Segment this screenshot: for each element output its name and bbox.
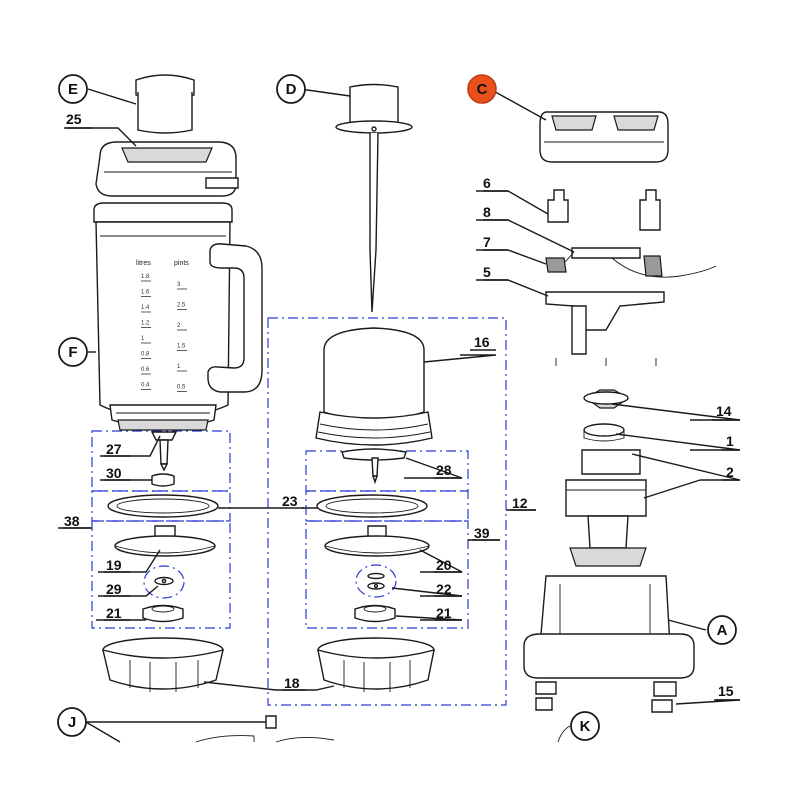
label-6: 6 bbox=[483, 175, 491, 191]
litre-mark-1: 1.6 bbox=[141, 290, 150, 296]
label-5: 5 bbox=[483, 264, 491, 280]
part-6-switch-left bbox=[547, 189, 569, 223]
part-a-motor-base bbox=[523, 575, 695, 679]
label-21-right: 21 bbox=[436, 605, 452, 621]
litre-mark-6: 0.6 bbox=[141, 367, 150, 373]
callout-f: F bbox=[58, 337, 88, 367]
callout-c-highlighted: C bbox=[467, 74, 497, 104]
part-8-wiring bbox=[555, 247, 717, 278]
label-1: 1 bbox=[726, 433, 734, 449]
part-23-seal-rings bbox=[107, 494, 428, 518]
part-16-cup bbox=[315, 327, 433, 446]
part-27-blade-shaft bbox=[150, 431, 178, 472]
label-25: 25 bbox=[66, 111, 82, 127]
svg-text:J: J bbox=[68, 714, 76, 731]
jar-scale-litre-marks: 1.8 1.6 1.4 1.2 1 0.8 0.6 0.4 bbox=[141, 274, 151, 390]
part-1-bushing bbox=[583, 423, 625, 442]
label-23: 23 bbox=[282, 493, 298, 509]
jar-scale-pint-marks: 3 2.5 2 1.5 1 0.5 bbox=[177, 282, 187, 392]
label-15: 15 bbox=[718, 683, 734, 699]
jar-scale-pints-header: pints bbox=[174, 260, 189, 267]
part-30-spacer bbox=[151, 473, 175, 487]
pint-mark-3: 1.5 bbox=[177, 344, 186, 350]
pint-mark-2: 2 bbox=[177, 323, 181, 329]
part-number-labels: 25 6 8 7 5 16 14 1 2 27 30 28 38 23 12 3… bbox=[64, 111, 734, 699]
label-22: 22 bbox=[436, 581, 452, 597]
svg-text:C: C bbox=[477, 81, 488, 98]
part-15-feet bbox=[535, 681, 677, 713]
part-7-cam-left bbox=[545, 257, 567, 273]
pint-mark-5: 0.5 bbox=[177, 385, 186, 391]
svg-text:A: A bbox=[717, 622, 728, 639]
litre-mark-4: 1 bbox=[141, 336, 145, 342]
part-28-blade-shaft bbox=[341, 448, 407, 485]
label-20: 20 bbox=[436, 557, 452, 573]
part-18-jar-base-left bbox=[102, 637, 224, 692]
label-27: 27 bbox=[106, 441, 122, 457]
callout-k: K bbox=[570, 711, 600, 741]
part-29-washer bbox=[143, 565, 185, 599]
jar-scale-litres-header: litres bbox=[136, 260, 151, 267]
label-28: 28 bbox=[436, 462, 452, 478]
part-7-cam-right bbox=[643, 255, 663, 277]
part-19-blade-disc bbox=[114, 525, 216, 557]
label-8: 8 bbox=[483, 204, 491, 220]
litre-mark-5: 0.8 bbox=[141, 352, 150, 358]
label-39: 39 bbox=[474, 525, 490, 541]
label-12: 12 bbox=[512, 495, 528, 511]
part-20-blade-disc bbox=[324, 525, 430, 557]
part-k-fragment bbox=[557, 725, 571, 743]
part-21-ring-right bbox=[354, 604, 396, 623]
part-d-tamper bbox=[335, 83, 413, 313]
pint-mark-1: 2.5 bbox=[177, 303, 186, 309]
part-14-coupler bbox=[583, 389, 630, 409]
label-38: 38 bbox=[64, 513, 80, 529]
part-6-switch-right bbox=[639, 189, 661, 231]
part-2-motor bbox=[565, 449, 647, 567]
part-5-mounting-plate bbox=[545, 291, 665, 366]
label-7: 7 bbox=[483, 234, 491, 250]
part-22-washer bbox=[355, 564, 397, 598]
litre-mark-0: 1.8 bbox=[141, 274, 150, 280]
label-underlines bbox=[62, 127, 740, 701]
litre-mark-2: 1.4 bbox=[141, 305, 150, 311]
svg-text:F: F bbox=[68, 344, 77, 361]
pint-mark-4: 1 bbox=[177, 364, 181, 370]
svg-text:E: E bbox=[68, 81, 78, 98]
label-29: 29 bbox=[106, 581, 122, 597]
svg-text:K: K bbox=[580, 718, 591, 735]
label-30: 30 bbox=[106, 465, 122, 481]
part-c-top-cover bbox=[539, 111, 669, 163]
label-21-left: 21 bbox=[106, 605, 122, 621]
label-19: 19 bbox=[106, 557, 122, 573]
assembly-outline-12 bbox=[267, 317, 507, 706]
litre-mark-7: 0.4 bbox=[141, 383, 150, 389]
part-j-fragment bbox=[195, 715, 335, 743]
assembly-outline-38 bbox=[91, 430, 231, 629]
callout-j: J bbox=[57, 707, 87, 737]
callout-a: A bbox=[707, 615, 737, 645]
pint-mark-0: 3 bbox=[177, 282, 181, 288]
part-e-cap bbox=[135, 74, 195, 134]
litre-mark-3: 1.2 bbox=[141, 321, 150, 327]
part-21-ring-left bbox=[142, 604, 184, 623]
label-16: 16 bbox=[474, 334, 490, 350]
part-25-lid bbox=[95, 141, 239, 197]
label-18: 18 bbox=[284, 675, 300, 691]
part-18-jar-base-right bbox=[317, 637, 435, 692]
callout-e: E bbox=[58, 74, 88, 104]
label-14: 14 bbox=[716, 403, 732, 419]
callout-d: D bbox=[276, 74, 306, 104]
part-f-jar: litres pints 1.8 1.6 1.4 1.2 1 0.8 0.6 0.4 3 2.5… bbox=[93, 202, 263, 431]
label-2: 2 bbox=[726, 464, 734, 480]
svg-text:D: D bbox=[286, 81, 297, 98]
